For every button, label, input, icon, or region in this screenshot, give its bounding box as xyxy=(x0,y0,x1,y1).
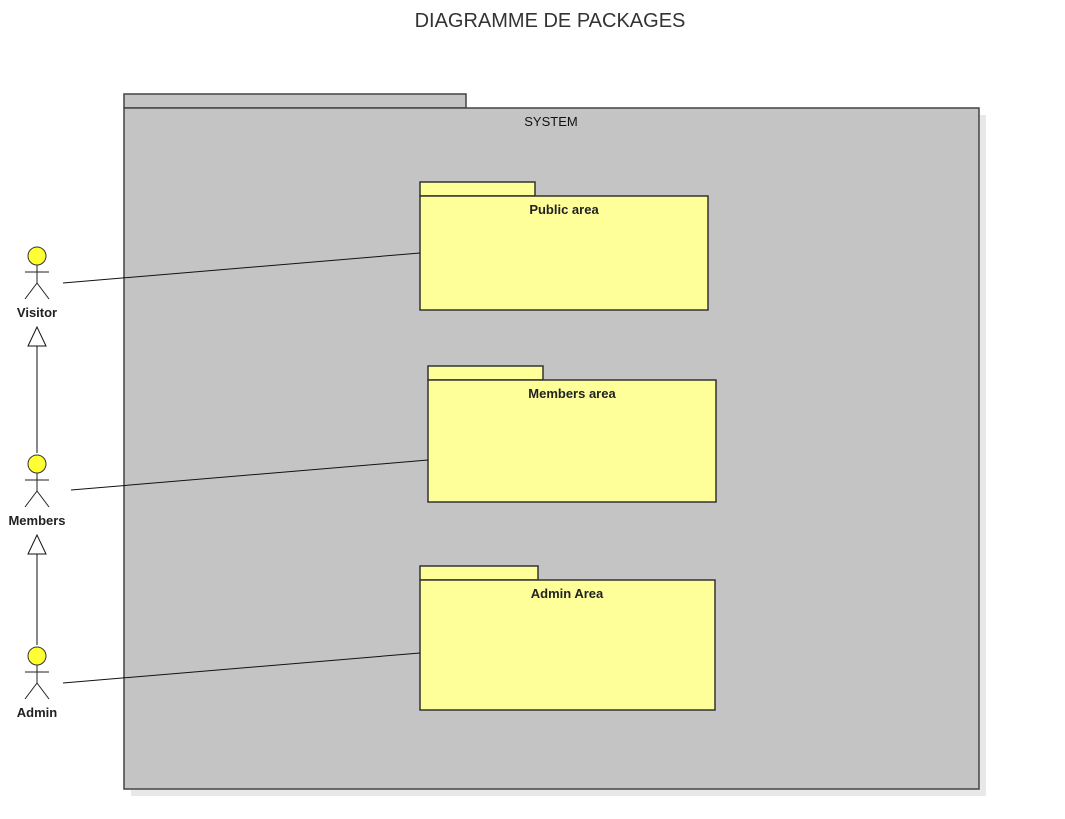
association-admin-admin-area[interactable] xyxy=(62,652,421,684)
diagram-title: DIAGRAMME DE PACKAGES xyxy=(415,10,686,32)
package-public-area[interactable]: Public area xyxy=(419,181,709,311)
system-package-tab xyxy=(123,93,467,109)
package-tab xyxy=(419,181,536,197)
stick-figure-icon xyxy=(24,454,50,508)
association-members-members-area[interactable] xyxy=(70,459,429,491)
actor-label: Members xyxy=(8,513,65,528)
package-admin-area[interactable]: Admin Area xyxy=(419,565,716,711)
actor-admin[interactable]: Admin xyxy=(17,646,58,720)
package-tab xyxy=(427,365,544,381)
package-body xyxy=(419,579,716,711)
actor-label: Admin xyxy=(17,705,58,720)
generalization-admin-to-members[interactable] xyxy=(27,533,47,645)
association-visitor-public-area[interactable] xyxy=(62,252,421,284)
package-label: Public area xyxy=(529,202,599,217)
package-body xyxy=(427,379,717,503)
package-tab xyxy=(419,565,539,581)
package-body xyxy=(419,195,709,311)
system-package-label: SYSTEM xyxy=(524,114,577,129)
actor-label: Visitor xyxy=(17,305,57,320)
generalization-arrowhead xyxy=(27,533,47,555)
package-label: Members area xyxy=(528,386,616,401)
stick-figure-icon xyxy=(24,646,50,700)
generalization-arrowhead xyxy=(27,325,47,347)
stick-figure-icon xyxy=(24,246,50,300)
generalization-members-to-visitor[interactable] xyxy=(27,325,47,453)
package-members-area[interactable]: Members area xyxy=(427,365,717,503)
actor-members[interactable]: Members xyxy=(8,454,66,528)
package-label: Admin Area xyxy=(531,586,604,601)
actor-visitor[interactable]: Visitor xyxy=(17,246,57,320)
